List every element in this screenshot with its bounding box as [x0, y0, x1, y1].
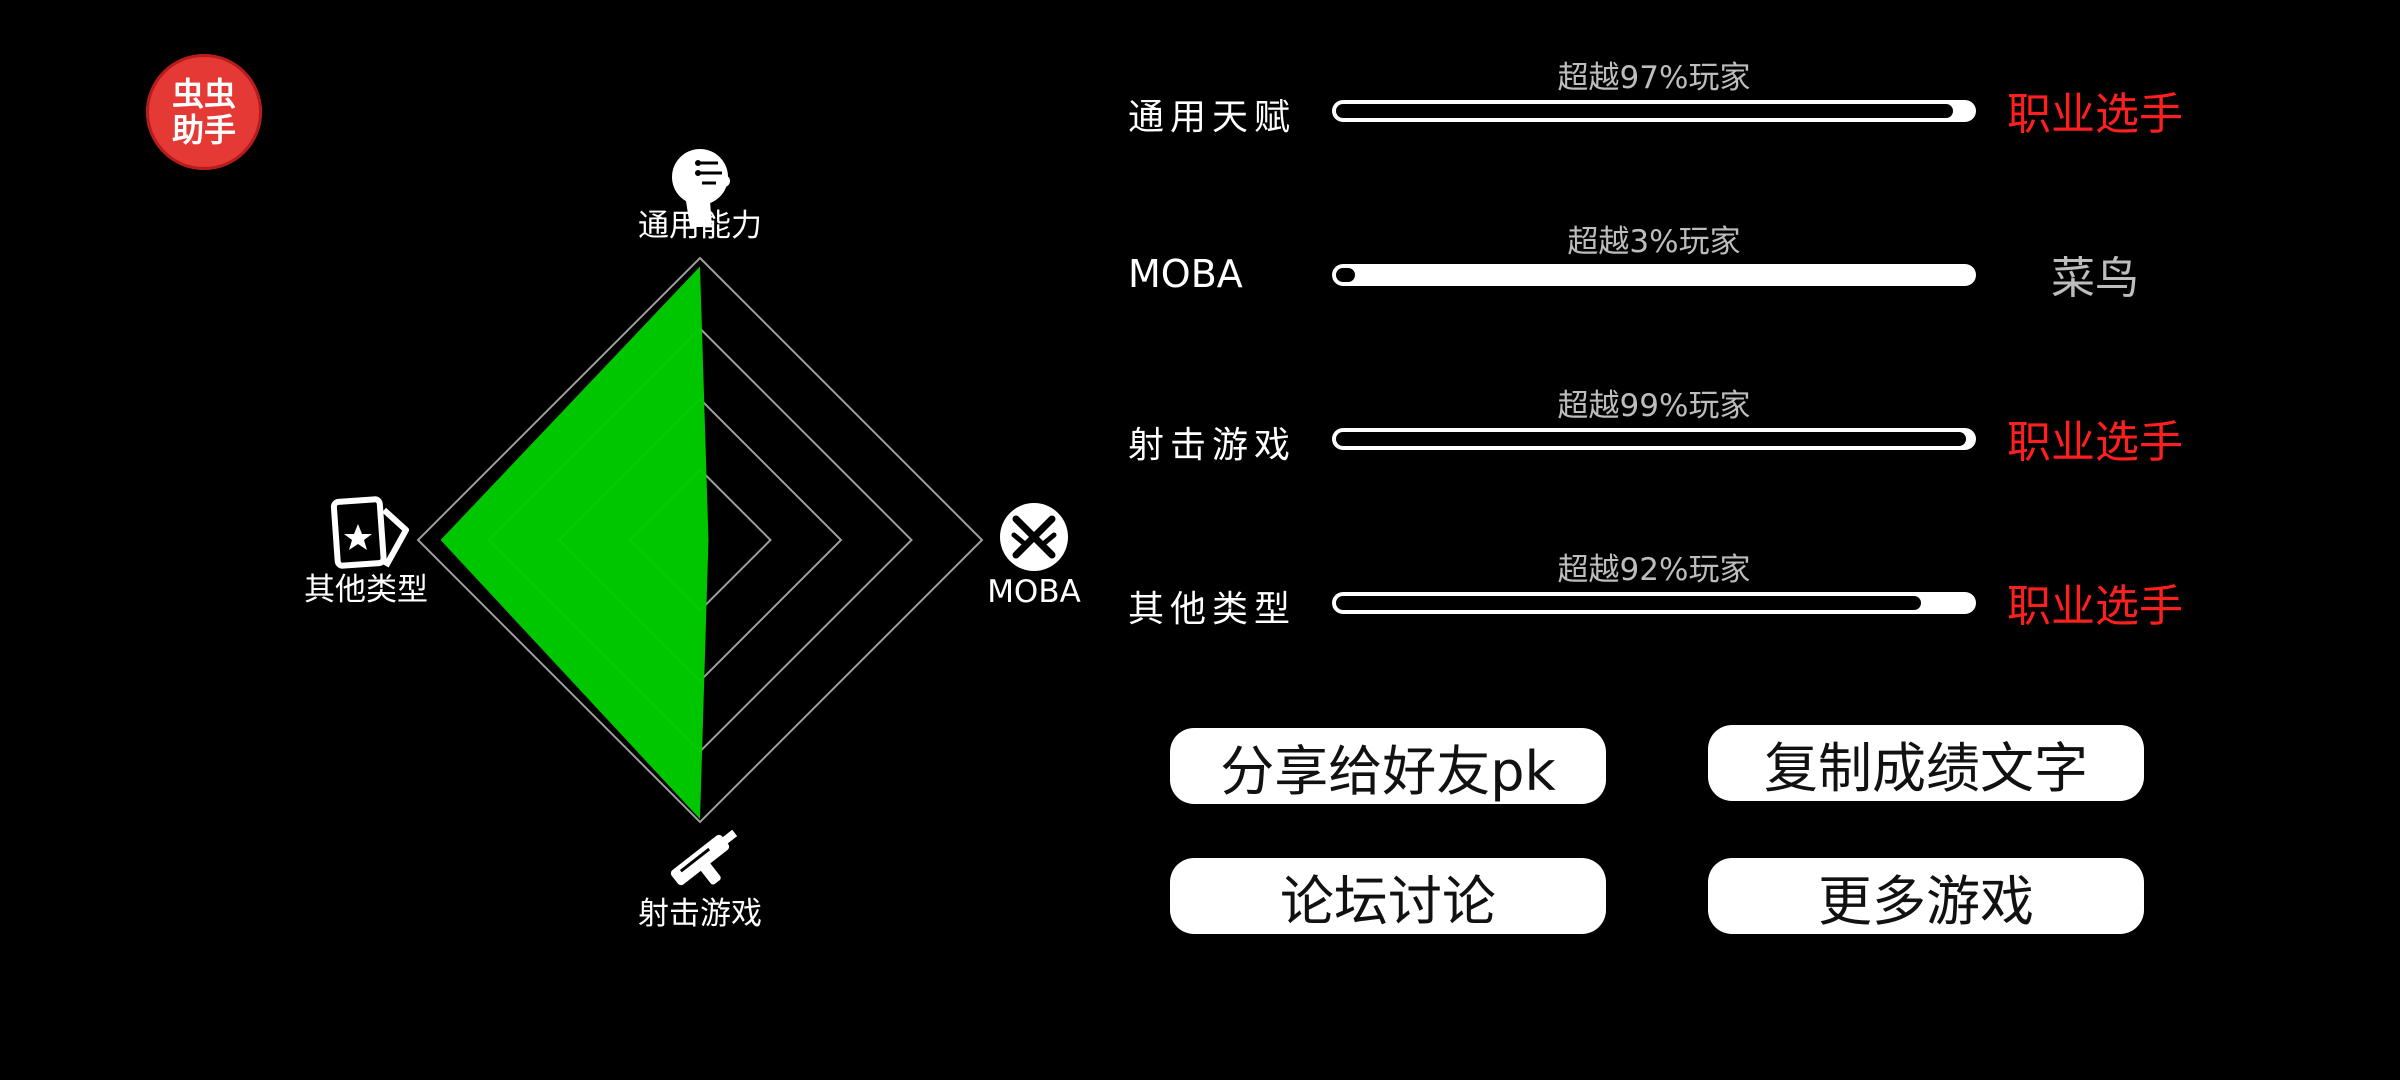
stat-percent: 超越97%玩家: [1557, 60, 1751, 96]
card-icon: [330, 496, 409, 569]
gun-icon: [670, 829, 738, 886]
head-icon: [672, 149, 730, 227]
forum-button[interactable]: 论坛讨论: [1170, 858, 1606, 934]
radar-chart: 通用能力 MOBA 射击游戏 其他类型: [304, 149, 1081, 932]
stat-bar: [1332, 592, 1976, 614]
stat-bar-fill: [1336, 104, 1953, 118]
stat-label: 通用天赋: [1128, 97, 1297, 138]
stat-bar: [1332, 428, 1976, 450]
stat-bar-fill: [1336, 268, 1356, 282]
stat-label: 其他类型: [1128, 589, 1297, 630]
stat-rank: 职业选手: [2007, 581, 2183, 632]
stat-label: MOBA: [1128, 252, 1243, 296]
stat-row-general: 通用天赋 超越97%玩家 职业选手: [1120, 52, 2200, 152]
stat-rank: 职业选手: [2007, 417, 2183, 468]
stat-percent: 超越99%玩家: [1557, 388, 1751, 424]
stat-bar: [1332, 100, 1976, 122]
radar-axis-label-other: 其他类型: [304, 572, 428, 608]
copy-results-button[interactable]: 复制成绩文字: [1708, 725, 2144, 801]
radar-area: [440, 266, 709, 820]
stat-row-other: 其他类型 超越92%玩家 职业选手: [1120, 544, 2200, 644]
stat-percent: 超越92%玩家: [1557, 552, 1751, 588]
stat-percent: 超越3%玩家: [1567, 224, 1741, 260]
radar-axis-label-moba: MOBA: [987, 574, 1081, 610]
stat-rank: 职业选手: [2007, 89, 2183, 140]
stat-label: 射击游戏: [1128, 425, 1297, 466]
stat-row-moba: MOBA 超越3%玩家 菜鸟: [1120, 216, 2200, 316]
radar-axis-label-shooter: 射击游戏: [638, 896, 762, 932]
share-button[interactable]: 分享给好友pk: [1170, 728, 1606, 804]
stat-bar: [1332, 264, 1976, 286]
crossed-swords-icon: [1000, 503, 1068, 571]
radar-grid-ring: [416, 256, 984, 824]
app-logo[interactable]: 虫虫助手: [146, 54, 262, 170]
app-logo-text: 虫虫助手: [171, 75, 236, 149]
stat-bar-fill: [1336, 432, 1966, 446]
stat-row-shooter: 射击游戏 超越99%玩家 职业选手: [1120, 380, 2200, 480]
radar-axis-label-general: 通用能力: [638, 208, 762, 244]
stat-rank: 菜鸟: [2051, 253, 2139, 304]
more-games-button[interactable]: 更多游戏: [1708, 858, 2144, 934]
stat-bar-fill: [1336, 596, 1922, 610]
